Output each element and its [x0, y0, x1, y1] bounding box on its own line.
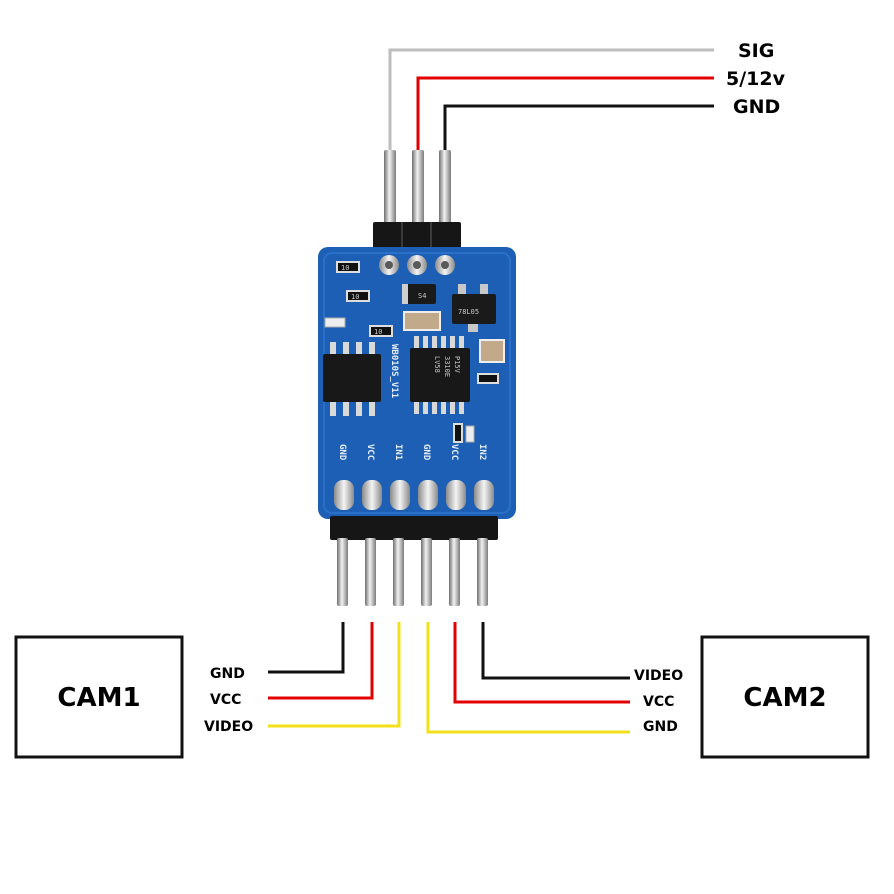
- resistor-5: [453, 423, 463, 443]
- top-wires: [388, 48, 714, 150]
- capacitor-1: [324, 317, 346, 328]
- cam1-video-wire: [268, 622, 401, 728]
- cam2-ground-label: GND: [643, 719, 678, 735]
- cam2-wires: [426, 622, 630, 734]
- chip-text-1: P15V: [453, 356, 461, 374]
- ic-8pin: [323, 342, 381, 416]
- resistor-2: [346, 290, 370, 302]
- ground-label: GND: [733, 96, 780, 118]
- power-wire: [416, 76, 714, 150]
- chip-text-2: 3310E: [443, 356, 451, 377]
- cam1-ground-label: GND: [210, 666, 245, 682]
- diode-s4: [402, 284, 436, 304]
- cam2-box: CAM2: [700, 635, 870, 759]
- resistor-3-text: 10: [374, 328, 382, 336]
- cam1-wires: [268, 622, 401, 728]
- bottom-pin-6: [477, 538, 488, 606]
- bottom-pin-2: [365, 538, 376, 606]
- cam2-video-label: VIDEO: [634, 668, 683, 684]
- cam2-video-wire: [481, 622, 630, 680]
- bottom-header: [330, 516, 498, 606]
- top-pin-3: [439, 150, 451, 230]
- regulator-text: 78L05: [458, 308, 479, 316]
- cam1-vcc-label: VCC: [210, 692, 241, 708]
- resistor-2-text: 10: [351, 293, 359, 301]
- regulator-78l05: [452, 294, 496, 324]
- chip-text-3: LV58: [433, 356, 441, 373]
- bottom-pin-1: [337, 538, 348, 606]
- capacitor-2: [403, 311, 441, 331]
- cam2-vcc-wire: [453, 622, 630, 704]
- top-header-housing: [373, 222, 461, 250]
- cam1-video-label: VIDEO: [204, 719, 253, 735]
- bottom-pin-4: [421, 538, 432, 606]
- ic-main: P15V 3310E LV58: [410, 336, 470, 414]
- bottom-pin-5: [449, 538, 460, 606]
- bottom-pads: [334, 480, 494, 510]
- cam1-vcc-wire: [268, 622, 374, 700]
- pcb-board: 10 10 10 S4 78L05 WB010S_V11: [318, 247, 516, 519]
- top-header: [373, 150, 461, 250]
- pin-label-3: IN1: [393, 444, 403, 460]
- cam1-title: CAM1: [57, 683, 140, 713]
- ground-wire-top: [443, 104, 714, 150]
- top-pin-2: [412, 150, 424, 230]
- resistor-3: [369, 325, 393, 337]
- resistor-1: [336, 261, 360, 273]
- cam1-ground-wire: [268, 622, 345, 674]
- diode-text: S4: [418, 292, 426, 300]
- top-pin-1: [384, 150, 396, 230]
- pin-label-6: IN2: [477, 444, 487, 460]
- capacitor-4: [465, 425, 475, 443]
- sig-wire: [388, 48, 714, 150]
- model-text: WB010S_V11: [389, 344, 399, 398]
- cam2-vcc-label: VCC: [643, 694, 674, 710]
- power-label: 5/12v: [726, 68, 786, 90]
- cam2-title: CAM2: [743, 683, 826, 713]
- cam1-box: CAM1: [14, 635, 184, 759]
- capacitor-3: [479, 339, 505, 363]
- bottom-header-housing: [330, 516, 498, 540]
- resistor-1-text: 10: [341, 264, 349, 272]
- pin-label-4: GND: [421, 444, 431, 461]
- pin-label-2: VCC: [365, 444, 375, 460]
- sig-label: SIG: [738, 40, 774, 62]
- pin-label-1: GND: [337, 444, 347, 461]
- cam2-ground-wire: [426, 622, 630, 734]
- bottom-pin-3: [393, 538, 404, 606]
- resistor-4: [477, 373, 499, 384]
- pin-label-5: VCC: [449, 444, 459, 460]
